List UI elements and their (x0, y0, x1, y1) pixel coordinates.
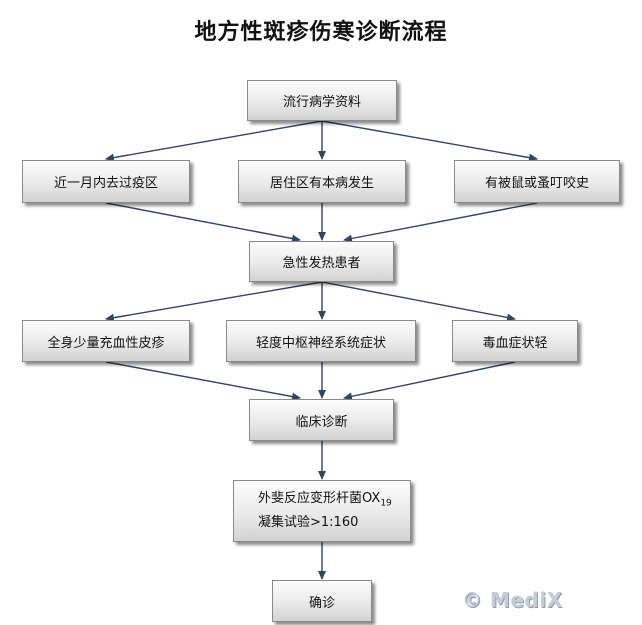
arrow-epi-3-to-fever (343, 202, 538, 243)
arrow-epi-to-epi-3 (321, 120, 538, 162)
node-cns-symptoms: 轻度中枢神经系统症状 (226, 320, 416, 362)
weil-felix-line-1: 外斐反应变形杆菌OX19 (258, 490, 392, 509)
arrow-epi-to-epi-1 (105, 120, 323, 162)
arrow-fever-to-sym-3 (321, 281, 516, 322)
arrow-epi-1-to-fever (105, 202, 301, 243)
weil-felix-line-2: 凝集试验>1:160 (258, 515, 359, 531)
node-mild-toxemia: 毒血症状轻 (452, 320, 578, 362)
node-rat-flea-bite: 有被鼠或蚤叮咬史 (454, 160, 620, 203)
weil-felix-subscript: 19 (380, 498, 392, 509)
arrow-fever-to-sym-1 (105, 281, 323, 322)
node-confirmed: 确诊 (272, 580, 372, 622)
medix-watermark: © MediX (462, 588, 563, 612)
node-epidemiology: 流行病学资料 (247, 80, 397, 121)
node-clinical-diagnosis: 临床诊断 (249, 399, 394, 441)
arrow-sym-1-to-clinical (105, 361, 301, 401)
node-local-cases: 居住区有本病发生 (238, 160, 406, 203)
node-rash: 全身少量充血性皮疹 (22, 320, 190, 362)
diagram-title: 地方性斑疹伤寒诊断流程 (194, 19, 448, 45)
node-visited-endemic-area: 近一月内去过疫区 (22, 160, 190, 203)
node-acute-fever: 急性发热患者 (249, 241, 394, 282)
node-weil-felix-test: 外斐反应变形杆菌OX19 凝集试验>1:160 (233, 480, 411, 542)
arrow-sym-3-to-clinical (343, 361, 516, 401)
